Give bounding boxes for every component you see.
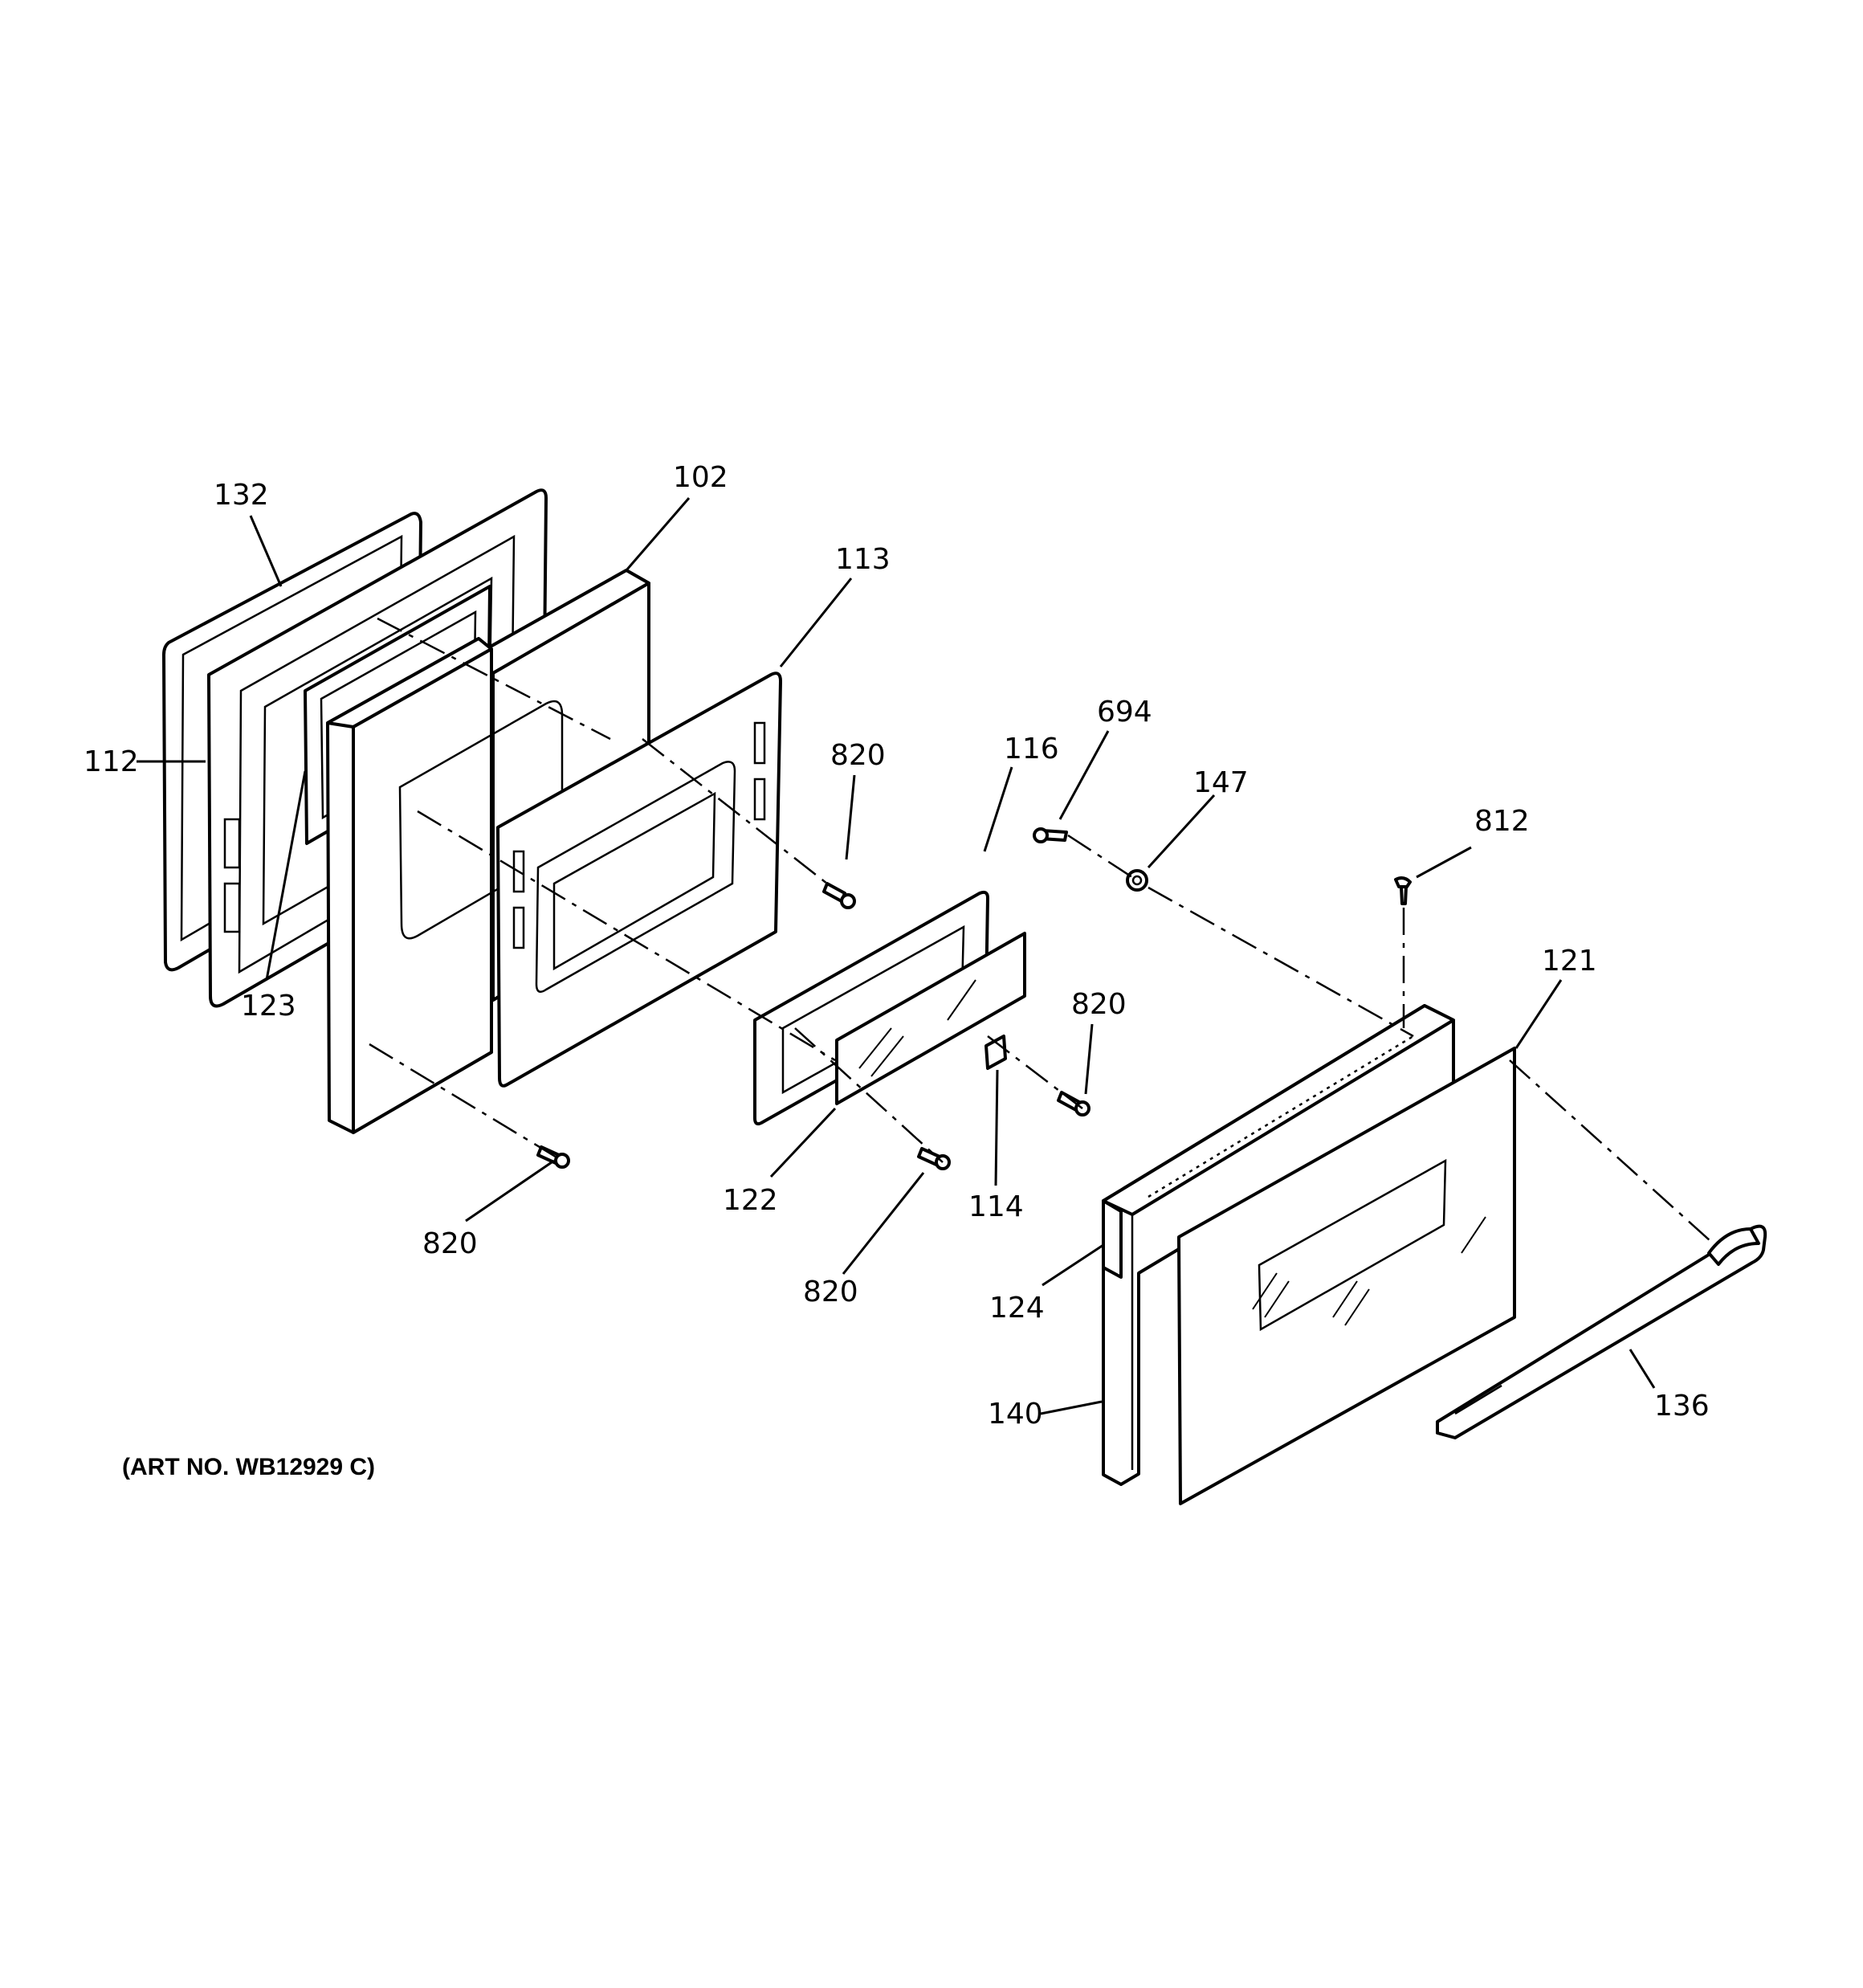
callout-121: 121 <box>1542 945 1597 978</box>
callout-820-lower-mid: 820 <box>803 1276 858 1308</box>
callout-114: 114 <box>968 1190 1024 1223</box>
callout-140: 140 <box>988 1398 1043 1431</box>
screw-694 <box>1033 827 1068 843</box>
leader-lines <box>137 497 1656 1415</box>
screw-820-right <box>1057 1091 1090 1116</box>
callout-132: 132 <box>214 479 269 512</box>
callout-124: 124 <box>989 1292 1045 1325</box>
callout-113: 113 <box>835 543 891 576</box>
part-114-clip <box>984 1035 1007 1070</box>
callout-820-top: 820 <box>830 739 886 772</box>
assembly-lines <box>369 617 1711 1242</box>
washer-147 <box>1126 869 1148 892</box>
screw-812 <box>1394 876 1412 905</box>
part-136-handle <box>1436 1224 1767 1439</box>
callout-116: 116 <box>1004 733 1059 765</box>
part-124-side-trim <box>1102 1199 1123 1279</box>
callout-122: 122 <box>723 1184 778 1217</box>
screw-820-lower-left <box>536 1145 570 1169</box>
callout-136: 136 <box>1654 1390 1710 1423</box>
callout-812: 812 <box>1474 805 1530 838</box>
part-140-outer-frame <box>1102 1004 1455 1486</box>
screw-820-lower-mid <box>917 1147 951 1170</box>
callout-123: 123 <box>241 990 296 1023</box>
callout-112: 112 <box>84 745 139 778</box>
callout-102: 102 <box>673 461 728 494</box>
callout-820-lower-left: 820 <box>422 1227 478 1260</box>
part-121-outer-glass <box>1177 1047 1516 1505</box>
callout-147: 147 <box>1193 766 1249 799</box>
callout-820-right: 820 <box>1071 988 1127 1021</box>
art-number: (ART NO. WB12929 C) <box>122 1454 375 1480</box>
screw-820-top <box>822 882 856 909</box>
callout-694: 694 <box>1097 696 1152 729</box>
part-122-inner-glass <box>835 932 1026 1105</box>
part-113-inner-panel <box>496 672 782 1088</box>
